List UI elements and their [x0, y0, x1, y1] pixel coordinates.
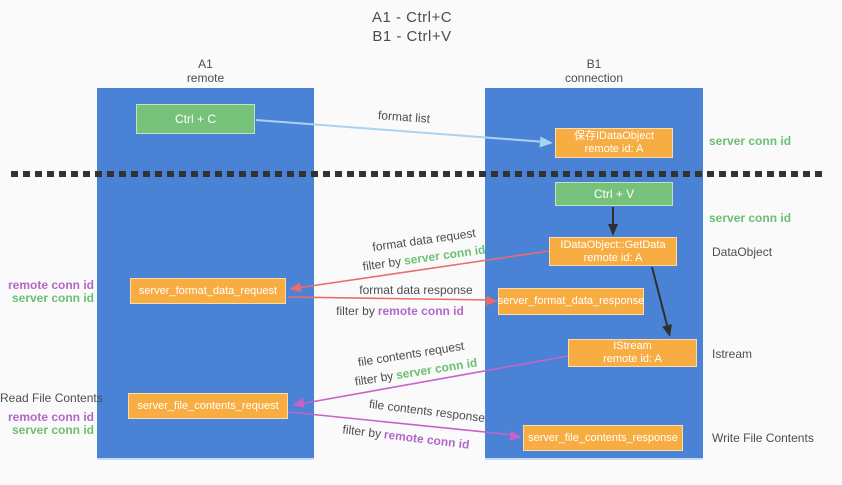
box-istream: IStream remote id: A: [568, 339, 697, 367]
arrow-format-data-request: [296, 250, 550, 289]
box-ctrl-c: Ctrl + C: [136, 104, 255, 134]
arrow-format-list-head: [539, 136, 553, 148]
arrow-format-data-request-head: [289, 282, 302, 293]
diagram-title: A1 - Ctrl+C B1 - Ctrl+V: [332, 8, 492, 46]
box-save-idataobject-line2: remote id: A: [584, 143, 644, 155]
arrow-format-list: [255, 119, 546, 143]
lane-b1-subtitle: connection: [564, 71, 624, 85]
arrow-ctrlv-getdata-head: [608, 224, 618, 236]
right-label-server-conn-id-2: server conn id: [709, 211, 792, 225]
box-server-file-contents-request: server_file_contents_request: [128, 393, 288, 419]
box-idataobject-getdata-line1: IDataObject::GetData: [560, 238, 666, 251]
right-label-dataobject: DataObject: [712, 245, 773, 259]
lane-header-b1: B1 connection: [485, 57, 703, 85]
lane-header-a1: A1 remote: [97, 57, 314, 85]
left-label-remote-conn-id-2: remote conn id: [7, 410, 94, 424]
box-save-idataobject-line1: 保存IDataObject: [573, 130, 655, 142]
filter-by-text: filter by: [336, 304, 375, 318]
title-line-1: A1 - Ctrl+C: [371, 9, 453, 26]
arrow-file-contents-response: [288, 411, 515, 436]
box-ctrl-v: Ctrl + V: [555, 182, 673, 206]
box-istream-line1: IStream: [613, 340, 652, 352]
box-server-format-data-request-label: server_format_data_request: [138, 284, 278, 297]
arrow-file-contents-request-head: [292, 397, 305, 408]
box-server-format-data-response: server_format_data_response: [498, 288, 644, 315]
title-line-2: B1 - Ctrl+V: [372, 28, 452, 45]
label-format-data-response: format data response: [359, 283, 473, 297]
right-label-server-conn-id-1: server conn id: [709, 134, 792, 148]
left-label-remote-conn-id-1: remote conn id: [7, 278, 94, 292]
lane-a1-subtitle: remote: [186, 71, 225, 85]
box-idataobject-getdata: IDataObject::GetData remote id: A: [549, 237, 677, 266]
box-istream-line2: remote id: A: [603, 353, 662, 365]
box-server-format-data-response-label: server_format_data_response: [497, 295, 645, 307]
remote-conn-id-text: remote conn id: [377, 304, 464, 318]
arrow-getdata-istream-head: [662, 324, 672, 337]
left-label-server-conn-id-2: server conn id: [11, 423, 94, 437]
arrow-getdata-istream: [651, 266, 669, 330]
box-ctrl-v-label: Ctrl + V: [593, 187, 635, 201]
lane-b1-title: B1: [586, 57, 602, 71]
arrow-file-contents-request: [299, 355, 569, 405]
lane-a1-title: A1: [198, 57, 213, 71]
box-server-file-contents-request-label: server_file_contents_request: [137, 399, 279, 412]
box-save-idataobject: 保存IDataObject remote id: A: [555, 128, 673, 158]
arrow-format-data-response-head: [485, 295, 498, 306]
box-server-file-contents-response-label: server_file_contents_response: [528, 431, 678, 444]
arrow-file-contents-response-head: [509, 430, 522, 441]
box-server-format-data-request: server_format_data_request: [130, 278, 286, 304]
left-label-server-conn-id-1: server conn id: [11, 291, 94, 305]
left-label-read-file-contents: Read File Contents: [0, 391, 103, 405]
box-ctrl-c-label: Ctrl + C: [174, 112, 216, 126]
arrow-format-data-response: [287, 296, 491, 301]
left-label-conn-ids-2: remote conn id server conn id: [0, 411, 94, 437]
box-idataobject-getdata-line2: remote id: A: [583, 251, 643, 264]
right-label-istream: Istream: [712, 347, 753, 361]
right-label-write-file-contents: Write File Contents: [712, 431, 814, 445]
box-server-file-contents-response: server_file_contents_response: [523, 425, 683, 451]
left-label-conn-ids-1: remote conn id server conn id: [0, 279, 94, 305]
